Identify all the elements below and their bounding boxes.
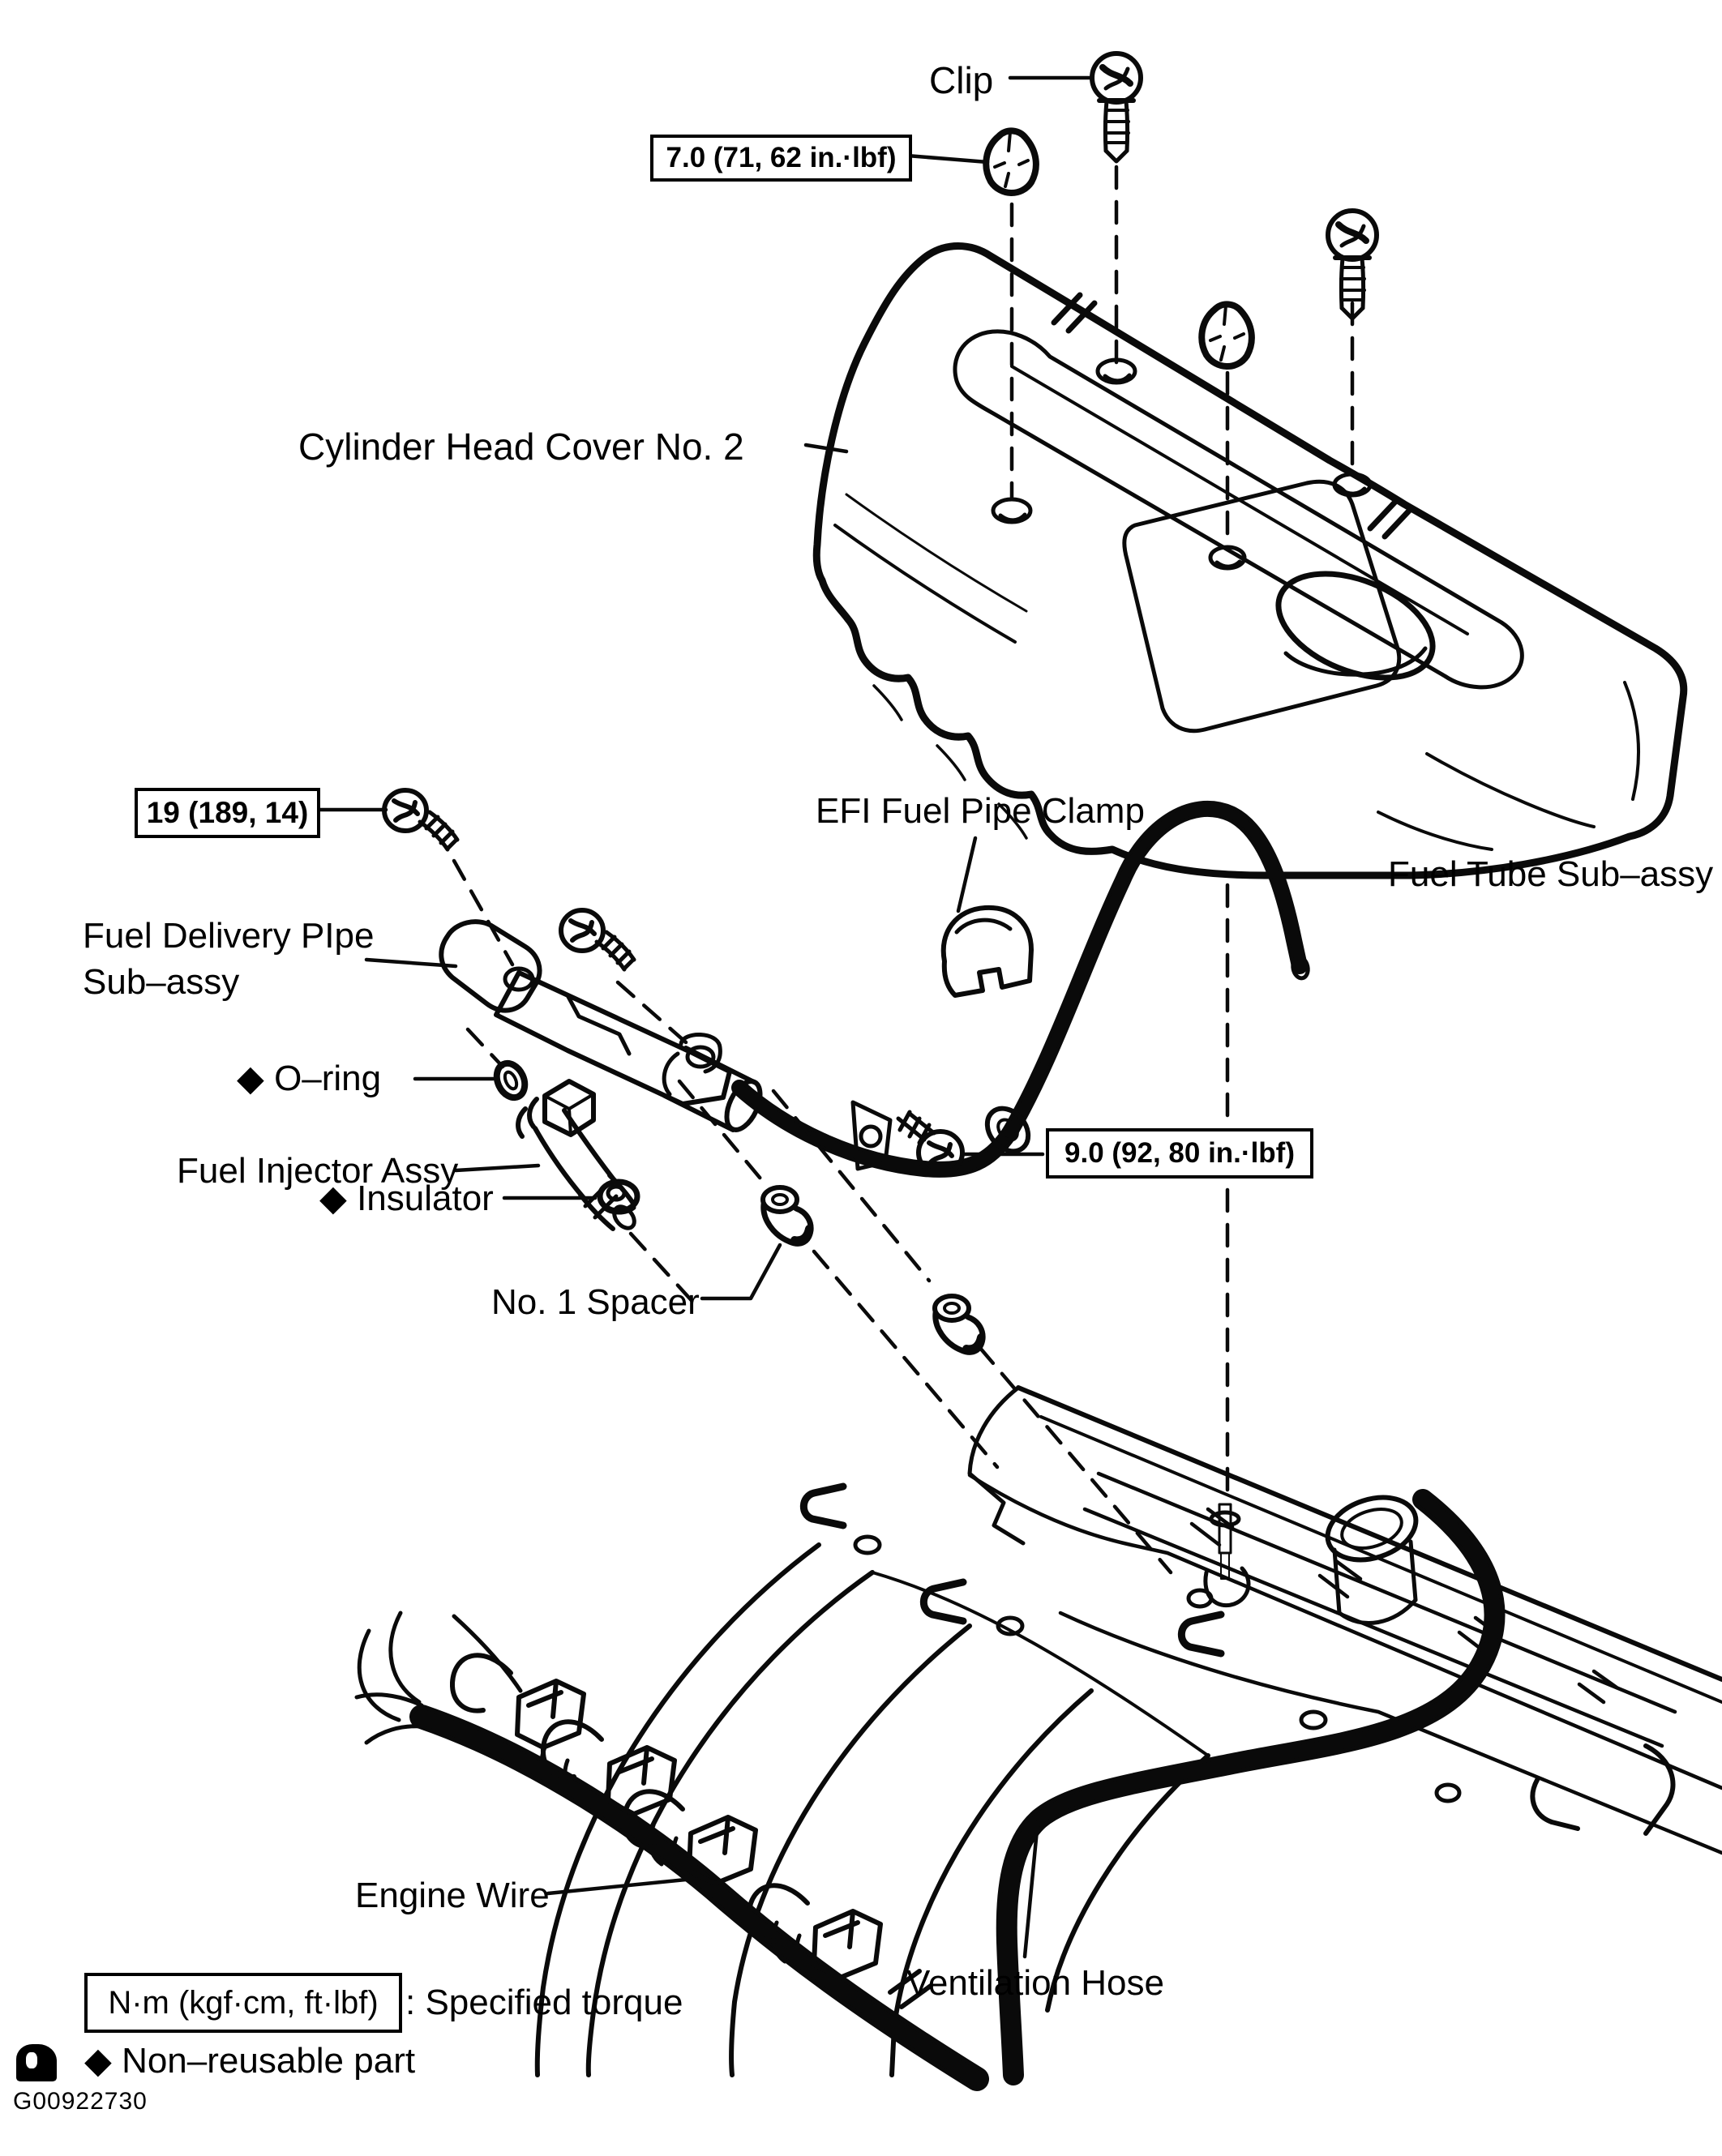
insulator-drawing bbox=[597, 1179, 640, 1215]
engine-wire-label: Engine Wire bbox=[355, 1876, 550, 1915]
fuel-delivery-pipe-label-line2: Sub–assy bbox=[83, 962, 240, 1003]
legend-torque-unit-text: N·m (kgf·cm, ft·lbf) bbox=[108, 1984, 379, 2021]
legend-torque-unit-box: N·m (kgf·cm, ft·lbf) bbox=[84, 1973, 402, 2033]
fuel-delivery-pipe-label: Fuel Delivery PIpe Sub–assy bbox=[83, 913, 374, 1005]
cylinder-head-cover-label: Cylinder Head Cover No. 2 bbox=[298, 426, 744, 468]
fuel-tube-sub-assy-label: Fuel Tube Sub–assy bbox=[1388, 854, 1714, 894]
rail-bolt-right-drawing bbox=[561, 910, 634, 969]
no1-spacer-label: No. 1 Spacer bbox=[491, 1282, 700, 1322]
cover-clip-1-drawing bbox=[986, 130, 1036, 193]
label-leader-lines bbox=[313, 75, 1387, 1959]
clamp-mount-tab-drawing bbox=[850, 1100, 893, 1171]
torque-spec-7-box: 7.0 (71, 62 in.·lbf) bbox=[650, 135, 912, 182]
fuel-delivery-pipe-drawing bbox=[439, 919, 763, 1132]
efi-fuel-pipe-clamp-label: EFI Fuel Pipe Clamp bbox=[816, 791, 1145, 831]
spacer-1-drawing bbox=[763, 1187, 811, 1243]
engine-wire-drawing bbox=[354, 1653, 989, 2091]
legend-torque-meaning: : Specified torque bbox=[405, 1983, 683, 2022]
manual-section-icon bbox=[16, 2044, 57, 2081]
torque-spec-19-box: 19 (189, 14) bbox=[135, 788, 320, 838]
fuel-tube-drawing bbox=[731, 801, 1310, 1178]
o-ring-label: ◆ O–ring bbox=[237, 1059, 382, 1098]
legend-non-reusable: ◆ Non–reusable part bbox=[84, 2041, 416, 2081]
rail-bolt-left-drawing bbox=[384, 790, 457, 849]
cover-screw-1-drawing bbox=[1092, 53, 1141, 161]
torque-spec-19-value: 19 (189, 14) bbox=[146, 796, 309, 829]
clip-label: Clip bbox=[929, 59, 994, 101]
assembly-axis-dashed-lines bbox=[452, 165, 1355, 1575]
fuel-delivery-pipe-label-line1: Fuel Delivery PIpe bbox=[83, 916, 375, 956]
engine-drawing bbox=[357, 1385, 1722, 2077]
insulator-label: ◆ Insulator bbox=[319, 1179, 494, 1218]
spacer-2-drawing bbox=[935, 1296, 983, 1352]
cover-clip-2-drawing bbox=[1202, 304, 1252, 366]
ventilation-hose-drawing bbox=[996, 1489, 1506, 2085]
torque-spec-7-value: 7.0 (71, 62 in.·lbf) bbox=[666, 142, 897, 173]
torque-spec-9-box: 9.0 (92, 80 in.·lbf) bbox=[1046, 1128, 1313, 1179]
cylinder-head-cover-drawing bbox=[812, 242, 1688, 879]
figure-code: G00922730 bbox=[13, 2088, 148, 2115]
ventilation-hose-label: Ventilation Hose bbox=[906, 1963, 1164, 2003]
torque-spec-9-value: 9.0 (92, 80 in.·lbf) bbox=[1064, 1137, 1295, 1169]
o-ring-drawing bbox=[493, 1059, 529, 1102]
efi-fuel-pipe-clamp-drawing bbox=[940, 905, 1034, 998]
fuel-injector-assy-label: Fuel Injector Assy bbox=[177, 1151, 459, 1191]
